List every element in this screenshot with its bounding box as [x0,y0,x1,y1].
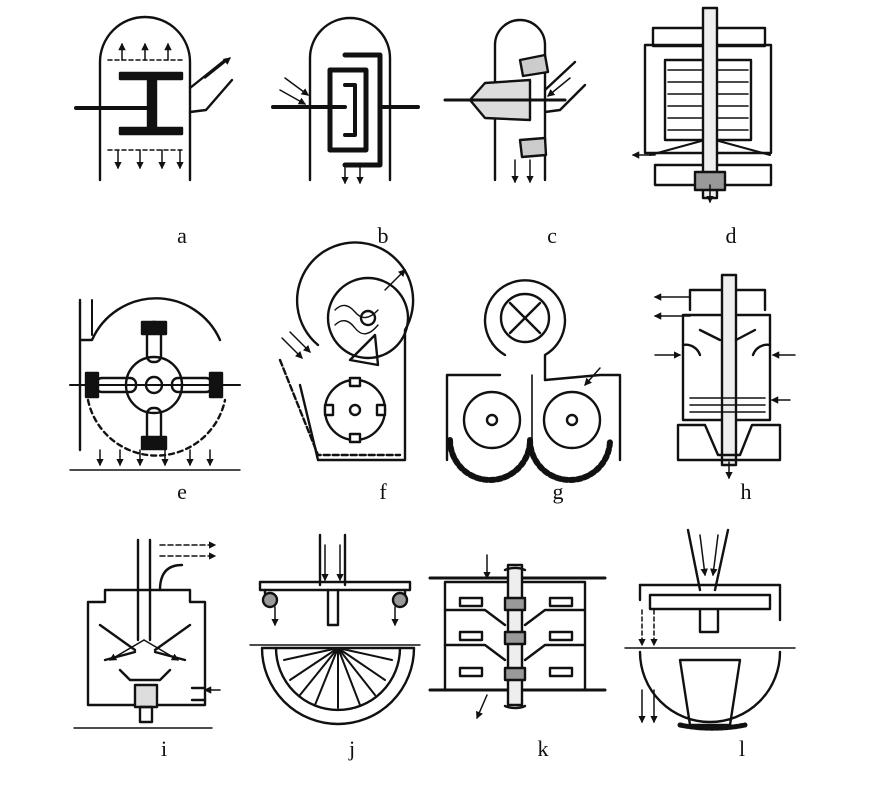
panel-label-l: l [738,736,746,761]
schematic-e-beater-mill [69,297,241,471]
schematic-d-stacked-rotor-mill [631,6,773,204]
panel-label-a: a [177,223,187,248]
panel-label-i: i [160,736,168,761]
panel-label-e: e [177,479,187,504]
panel-label-f: f [379,479,387,504]
schematic-c-cone-mill [443,18,587,184]
schematic-h-double-rotor-mill [653,273,796,480]
schematic-a-pin-mill [74,15,234,182]
schematic-g-twin-rotor-mill [445,279,622,483]
schematic-b-disc-mill [271,16,420,185]
panel-label-j: j [348,736,356,761]
panel-label-g: g [552,479,564,504]
schematic-k-multistage-mill [428,554,607,720]
panel-label-b: b [377,223,389,248]
schematic-i-jet-impact-mill [73,538,221,729]
panel-label-h: h [740,479,752,504]
panel-label-d: d [725,223,737,248]
schematic-f-classifier-mill [278,241,415,462]
schematic-l-cone-impact-mill [624,528,796,731]
panel-label-c: c [547,223,557,248]
schematic-j-impact-wheel-mill [249,533,421,726]
panel-label-k: k [537,736,549,761]
